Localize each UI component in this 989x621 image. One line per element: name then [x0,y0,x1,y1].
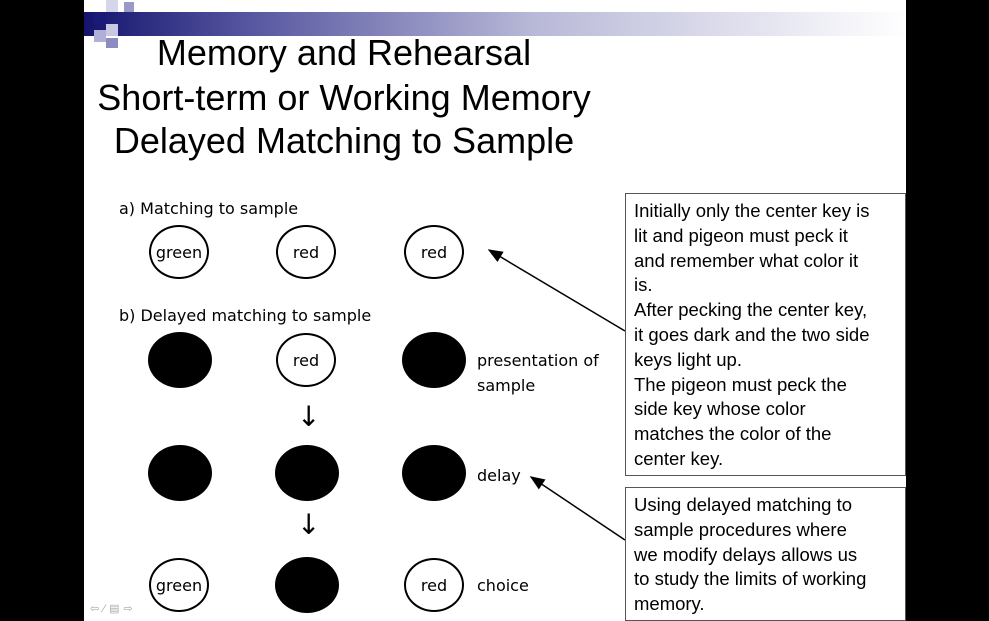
key-dark-b1-left [148,332,212,388]
key-dark-b2-left [148,445,212,501]
key-green-a: green [149,225,209,279]
key-red-b1-center: red [276,333,336,387]
note-1-line: and remember what color it [634,249,859,271]
arrow-right-icon[interactable]: ⇨ [123,603,137,615]
decor-square-mid [124,2,134,12]
note-1-line: Initially only the center key is [634,200,870,221]
note-box-2: Using delayed matching to sample procedu… [625,487,906,621]
note-1-line: matches the color of the [634,423,832,445]
part-a-label: a) Matching to sample [119,199,299,218]
note-1-line: keys light up. [634,348,742,370]
note-2-line: Using delayed matching to [634,494,853,515]
presentation-label-2: sample [477,376,536,395]
down-arrow-1: ↓ [297,400,321,433]
choice-label: choice [477,576,529,595]
key-dark-b3-center [275,557,339,613]
note-1-line: it goes dark and the two side [634,323,870,345]
presentation-label-1: presentation of [477,351,599,370]
decor-square-light [106,24,118,36]
decor-square-mid [94,30,106,42]
decor-square-dark [94,12,106,24]
key-green-b3: green [149,558,209,612]
menu-icon[interactable]: ▤ [109,603,124,615]
callout-arrow-2 [529,476,626,541]
note-2-line: memory. [634,593,705,615]
note-1-line: is. [634,274,653,296]
key-dark-b1-right [402,332,466,388]
callout-arrow-1 [487,249,626,332]
down-arrow-2: ↓ [297,508,321,541]
slide-nav-bar: ⇦∕▤⇨ [90,602,137,615]
key-dark-b2-right [402,445,466,501]
pen-icon[interactable]: ∕ [103,603,110,615]
delay-label: delay [477,466,521,485]
note-1-line: The pigeon must peck the [634,373,847,395]
decor-square-mid [106,38,118,48]
slide: Memory and Rehearsal Short-term or Worki… [84,0,906,621]
note-box-1: Initially only the center key is lit and… [625,193,906,476]
decor-square-light [106,0,118,12]
arrow-left-icon[interactable]: ⇦ [90,603,104,615]
key-red-b3: red [404,558,464,612]
note-2-line: to study the limits of working [634,568,867,590]
key-red-a-center: red [276,225,336,279]
note-2-line: sample procedures where [634,518,847,540]
slide-title-line-2: Short-term or Working Memory [97,77,591,118]
slide-title-line-1: Memory and Rehearsal [156,32,532,73]
title-bar-decoration [84,12,906,36]
slide-title-line-3: Delayed Matching to Sample [113,120,575,161]
note-2-line: we modify delays allows us [634,543,858,565]
key-dark-b2-center [275,445,339,501]
note-1-line: lit and pigeon must peck it [634,224,848,246]
key-red-a-right: red [404,225,464,279]
note-1-line: center key. [634,447,724,469]
note-1-line: After pecking the center key, [634,299,868,321]
note-1-line: side key whose color [634,398,806,420]
part-b-label: b) Delayed matching to sample [119,306,372,325]
